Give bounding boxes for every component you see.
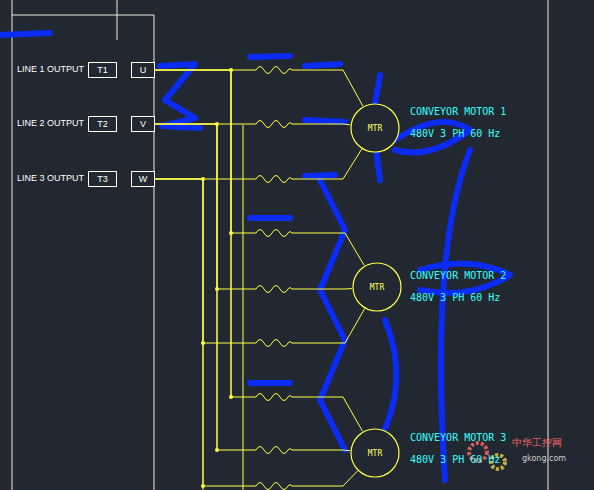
fuse-symbol — [256, 480, 292, 490]
power-wire — [155, 124, 352, 289]
terminal-box: U — [131, 62, 155, 78]
terminal-label: W — [139, 174, 148, 184]
junction-dot — [229, 68, 233, 72]
fuse-symbol — [256, 118, 292, 128]
power-wire — [155, 70, 363, 106]
fuse-symbol — [256, 173, 292, 183]
terminal-box: V — [131, 116, 155, 132]
junction-dot — [201, 484, 205, 488]
motor-name: CONVEYOR MOTOR 2 — [410, 270, 506, 281]
junction-dot — [229, 231, 233, 235]
junction-dot — [215, 448, 219, 452]
fuse-symbol — [256, 391, 292, 401]
terminal-label: T2 — [97, 119, 108, 129]
watermark: 中华工控网 — [512, 436, 562, 450]
power-wire — [155, 124, 350, 451]
terminal-label: T3 — [97, 174, 108, 184]
line-label: LINE 1 OUTPUT — [17, 64, 84, 74]
junction-dot — [201, 177, 205, 181]
motor-rating: 480V 3 PH 60 Hz — [410, 454, 500, 465]
line-label: LINE 2 OUTPUT — [17, 118, 84, 128]
terminal-label: V — [140, 119, 146, 129]
motor-symbol: MTR — [350, 428, 400, 478]
line-label: LINE 3 OUTPUT — [17, 173, 84, 183]
junction-dot — [229, 395, 233, 399]
junction-dot — [201, 341, 205, 345]
junction-dot — [215, 287, 219, 291]
power-wire — [155, 70, 364, 266]
fuse-symbol — [256, 64, 292, 74]
motor-name: CONVEYOR MOTOR 3 — [410, 432, 506, 443]
motor-tag: MTR — [368, 449, 382, 458]
fuse-symbol — [256, 337, 292, 347]
motor-rating: 480V 3 PH 60 Hz — [410, 128, 500, 139]
terminal-box: T1 — [88, 62, 117, 78]
watermark: gkong.com — [522, 454, 566, 463]
terminal-label: U — [140, 65, 147, 75]
motor-tag: MTR — [368, 124, 382, 133]
motor-name: CONVEYOR MOTOR 1 — [410, 106, 506, 117]
motor-symbol: MTR — [350, 103, 400, 153]
terminal-label: T1 — [97, 65, 108, 75]
fuse-symbol — [256, 227, 292, 237]
terminal-box: T3 — [88, 171, 117, 187]
motor-symbol: MTR — [352, 262, 402, 312]
power-wire — [155, 179, 358, 486]
junction-dot — [215, 122, 219, 126]
fuse-symbol — [256, 444, 292, 454]
terminal-box: T2 — [88, 116, 117, 132]
terminal-box: W — [131, 171, 155, 187]
power-wire — [155, 179, 365, 343]
fuse-symbol — [256, 283, 292, 293]
motor-tag: MTR — [370, 283, 384, 292]
motor-rating: 480V 3 PH 60 Hz — [410, 292, 500, 303]
